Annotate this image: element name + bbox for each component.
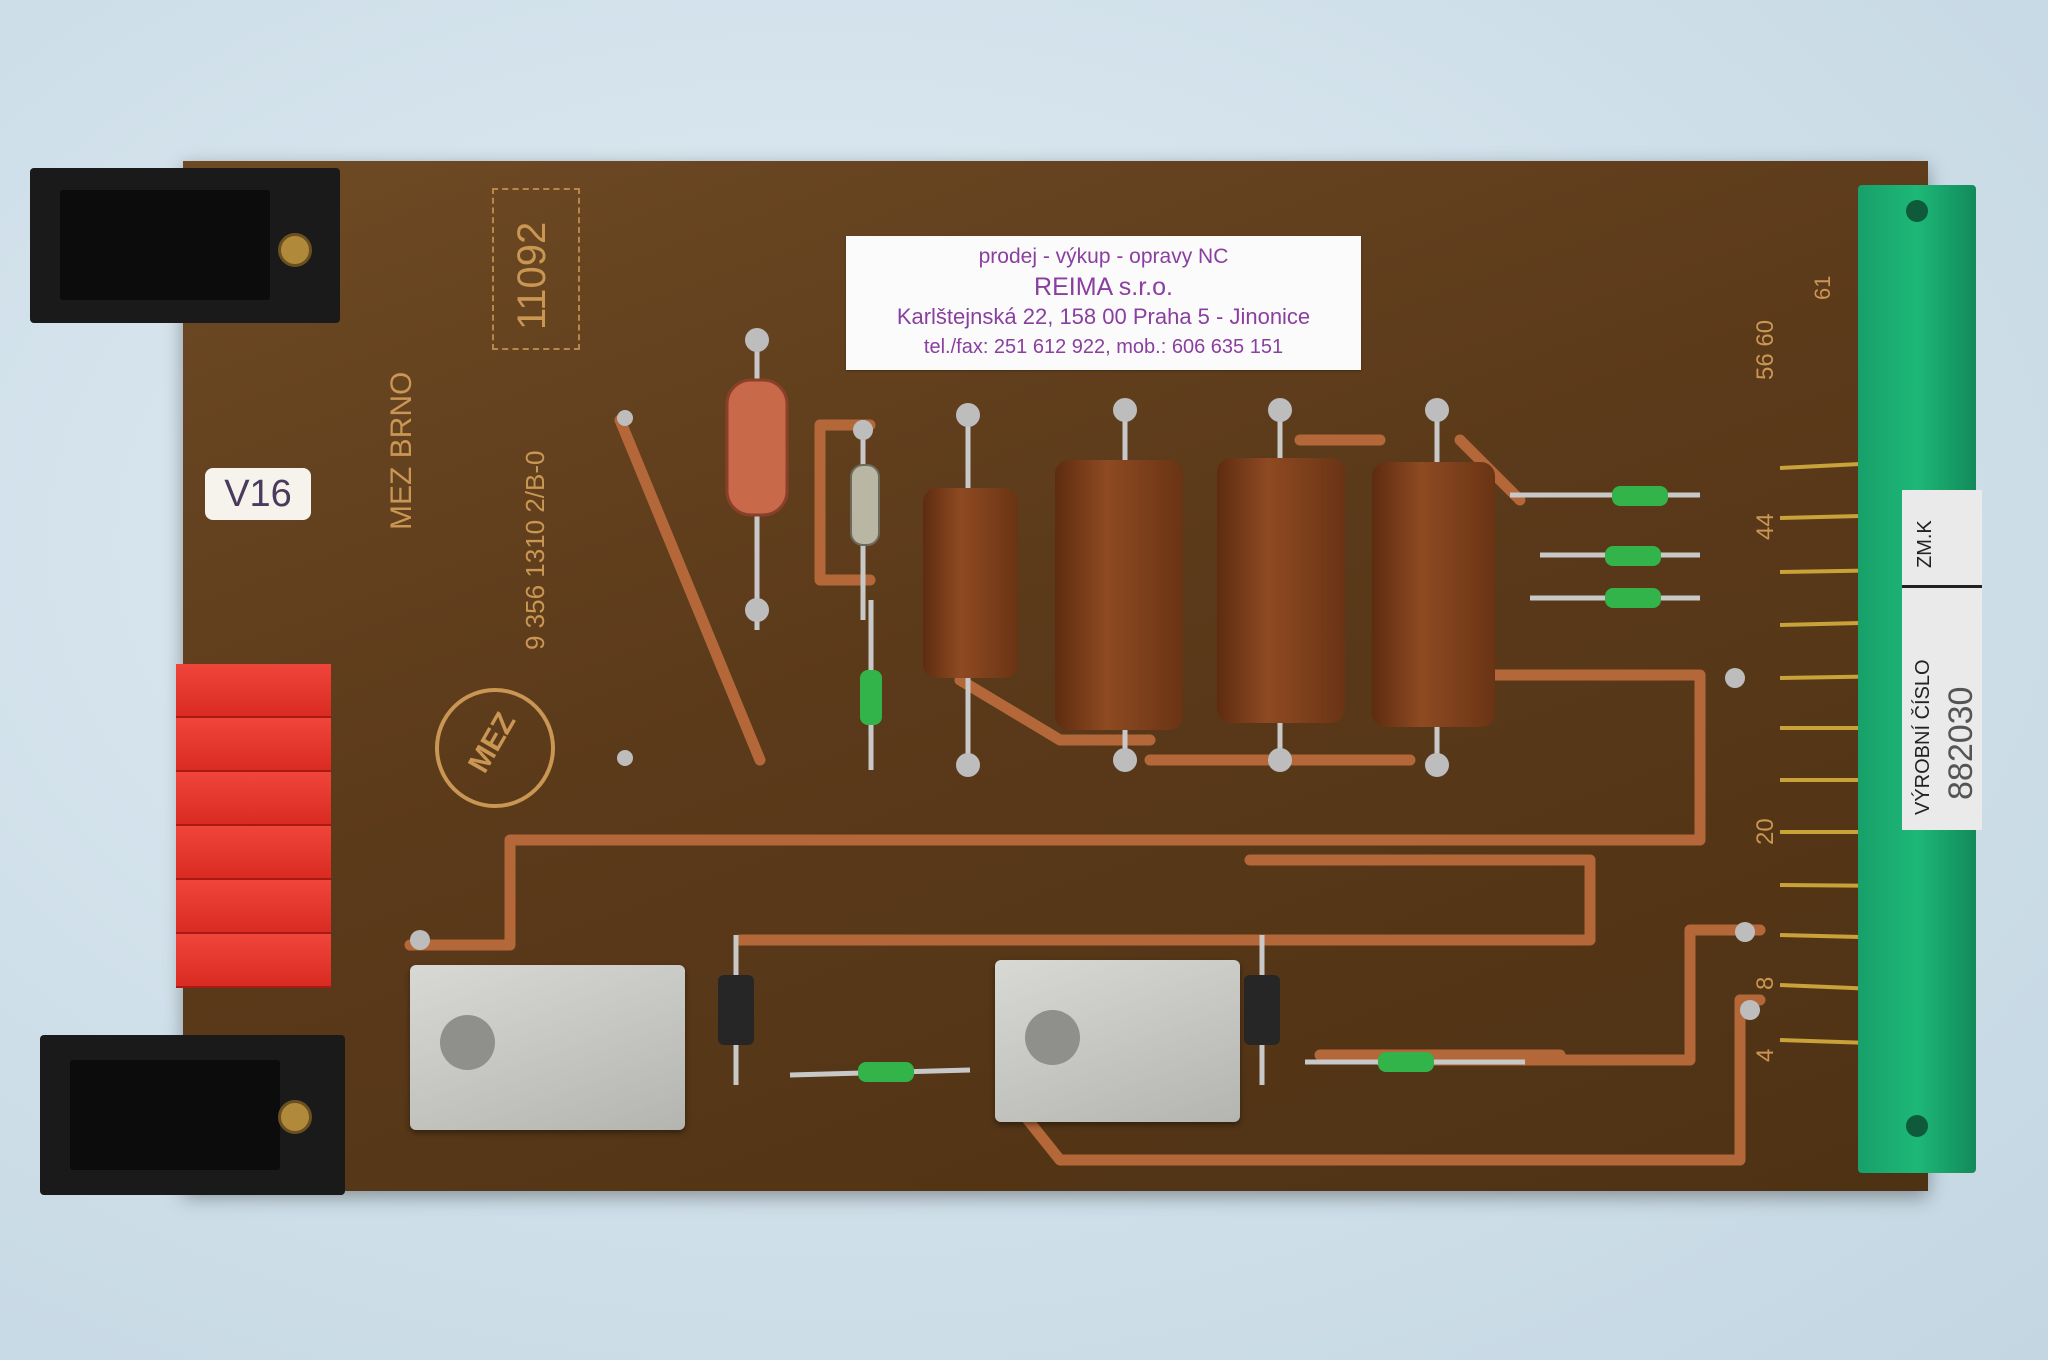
capacitor-3 [1217,458,1345,723]
mez-logo: MEZ [435,688,555,808]
board-tag: V16 [205,468,311,520]
label-zmk: ZM.K [1914,520,1936,568]
sticker-line-2: REIMA s.r.o. [1034,273,1173,301]
terminal-6[interactable] [176,934,331,988]
connector-screw-top [1906,200,1928,222]
capacitor-2 [1055,460,1183,730]
sticker-line-3: Karlštejnská 22, 158 00 Praha 5 - Jinoni… [896,304,1311,329]
terminal-2[interactable] [176,718,331,772]
terminal-4[interactable] [176,826,331,880]
relay-1 [410,965,685,1130]
terminal-3[interactable] [176,772,331,826]
capacitor-1 [923,488,1018,678]
capacitor-4 [1372,462,1495,727]
label-divider [1902,585,1982,588]
card-ejector-top[interactable] [30,168,340,323]
label-number: 882030 [1942,686,1980,800]
silk-serial-frame [492,188,580,350]
vendor-sticker: prodej - výkup - opravy NC REIMA s.r.o. … [846,236,1361,370]
sticker-line-1: prodej - výkup - opravy NC [978,245,1229,268]
relay-2 [995,960,1240,1122]
terminal-1[interactable] [176,664,331,718]
card-ejector-bottom[interactable] [40,1035,345,1195]
terminal-5[interactable] [176,880,331,934]
connector-screw-bottom [1906,1115,1928,1137]
sticker-line-4: tel./fax: 251 612 922, mob.: 606 635 151 [923,336,1284,358]
label-vyrobni: VÝROBNÍ ČÍSLO [1912,659,1934,815]
connector-serial-label: ZM.K VÝROBNÍ ČÍSLO 882030 [1902,490,1982,830]
